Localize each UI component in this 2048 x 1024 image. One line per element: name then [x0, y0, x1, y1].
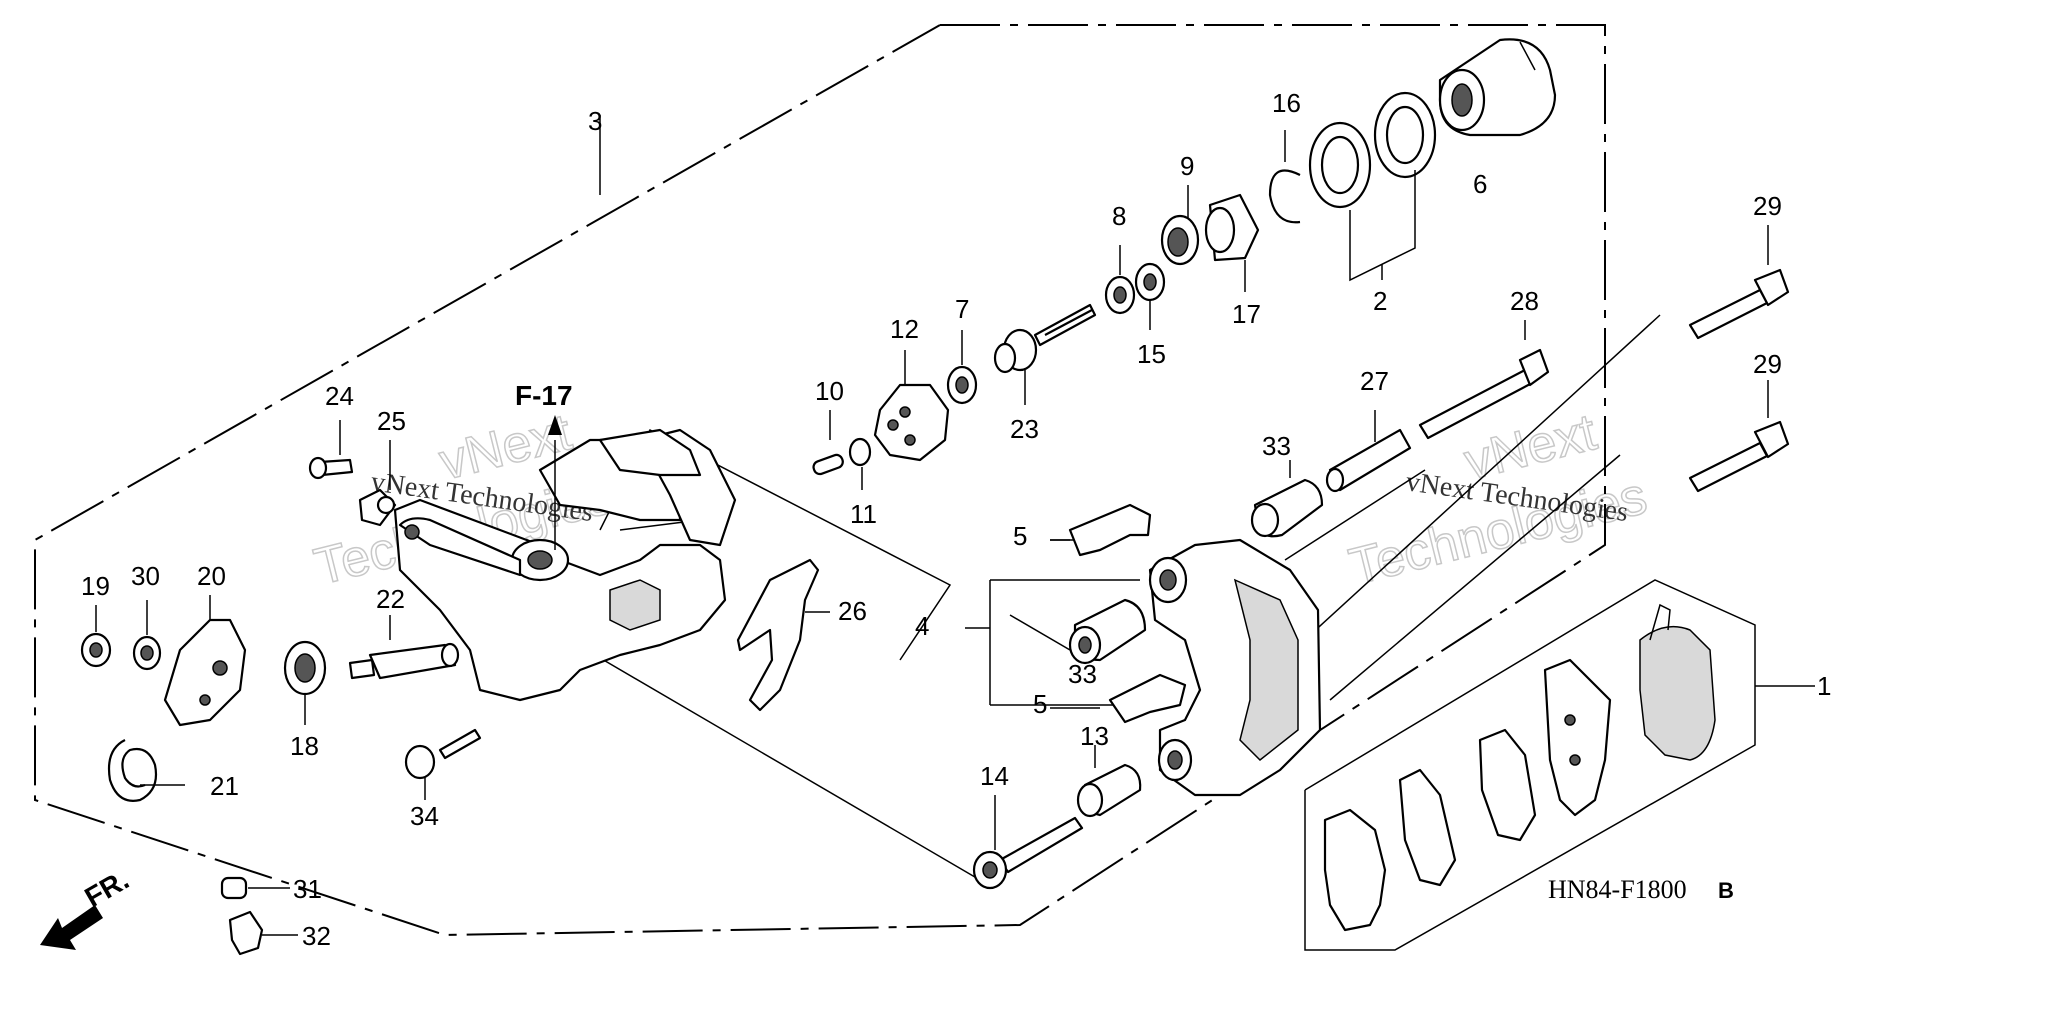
oring-part-11 — [848, 437, 872, 490]
pad-friction — [1639, 603, 1716, 761]
spring-part-9 — [1160, 185, 1200, 266]
callout-29-bottom: 29 — [1753, 349, 1782, 379]
pad-backing-plate — [1543, 658, 1612, 817]
callout-1: 1 — [1817, 671, 1831, 701]
callout-21: 21 — [210, 771, 239, 801]
callout-25: 25 — [377, 406, 406, 436]
seal-part-18 — [283, 640, 327, 725]
clip-part-25 — [358, 440, 397, 527]
callout-11: 11 — [850, 499, 877, 529]
bolt-part-24 — [308, 420, 354, 480]
pad-shim-mid — [1478, 728, 1537, 842]
watermark-right: vNext Technologies vNext Technologies — [1343, 402, 1653, 597]
pad-spring-part-5-bottom — [1108, 673, 1187, 724]
reference-label: F-17 — [515, 380, 573, 411]
callout-24: 24 — [325, 381, 354, 411]
washer-part-30 — [132, 600, 162, 671]
bolt-part-29-bottom — [1688, 380, 1790, 493]
callout-9: 9 — [1180, 151, 1194, 181]
callout-16: 16 — [1272, 88, 1301, 118]
callout-5-top: 5 — [1013, 521, 1027, 551]
callout-14: 14 — [980, 761, 1009, 791]
spring-part-21 — [107, 739, 185, 802]
piston-seal-part-2 — [1308, 91, 1437, 282]
callout-20: 20 — [197, 561, 226, 591]
cam-part-12 — [873, 350, 950, 462]
pad-shim-outer — [1323, 808, 1387, 932]
front-direction-label: FR. — [80, 864, 135, 913]
pad-shim-inner — [1398, 768, 1457, 887]
callout-29-top: 29 — [1753, 191, 1782, 221]
washer-part-15 — [1134, 262, 1166, 330]
callout-18: 18 — [290, 731, 319, 761]
boot-part-33-bracket — [1068, 598, 1147, 665]
caliper-body — [393, 415, 737, 702]
bolt-part-29-top — [1688, 225, 1790, 340]
callout-10: 10 — [815, 376, 844, 406]
bleeder-part-32 — [228, 910, 298, 956]
callout-13: 13 — [1080, 721, 1109, 751]
boot-part-33-upper — [1250, 460, 1324, 538]
diagram-code: HN84-F1800 — [1548, 875, 1687, 904]
shim-part-26 — [736, 558, 830, 712]
oring-part-10 — [812, 410, 844, 476]
callout-4: 4 — [915, 611, 929, 641]
bolt-part-34 — [404, 728, 482, 800]
pad-spring-part-5-top — [1050, 503, 1152, 557]
callout-32: 32 — [302, 921, 331, 951]
callout-5-bottom: 5 — [1033, 689, 1047, 719]
bracket-part-4 — [1148, 538, 1322, 797]
front-direction-arrow: FR. — [40, 864, 134, 950]
nut-part-19 — [80, 605, 112, 668]
callout-31: 31 — [293, 874, 322, 904]
boot-part-13 — [1076, 745, 1142, 818]
pin-bolt-part-14 — [972, 795, 1084, 890]
diagram-code-suffix: B — [1718, 878, 1734, 903]
bolt-part-28 — [1418, 320, 1550, 440]
callout-17: 17 — [1232, 299, 1261, 329]
nut-part-7 — [946, 330, 978, 405]
callout-15: 15 — [1137, 339, 1166, 369]
washer-part-8 — [1104, 245, 1136, 315]
callout-27: 27 — [1360, 366, 1389, 396]
callout-33-upper: 33 — [1262, 431, 1291, 461]
callout-7: 7 — [955, 294, 969, 324]
callout-8: 8 — [1112, 201, 1126, 231]
circlip-part-16 — [1268, 130, 1301, 224]
pad-set-boundary — [1304, 579, 1815, 951]
callout-30: 30 — [131, 561, 160, 591]
callout-2: 2 — [1373, 286, 1387, 316]
callout-23: 23 — [1010, 414, 1039, 444]
callouts: 1 2 3 4 5 5 6 7 8 9 10 11 12 13 14 15 16… — [81, 88, 1831, 951]
callout-33-lower: 33 — [1068, 659, 1097, 689]
piston-part-6 — [1438, 38, 1557, 137]
callout-3: 3 — [588, 106, 602, 136]
assembly-boundary — [34, 24, 1606, 937]
callout-12: 12 — [890, 314, 919, 344]
callout-22: 22 — [376, 584, 405, 614]
callout-28: 28 — [1510, 286, 1539, 316]
adjuster-bolt-part-23 — [993, 303, 1097, 405]
callout-26: 26 — [838, 596, 867, 626]
cone-part-17 — [1204, 193, 1260, 292]
pin-part-27 — [1325, 410, 1412, 493]
cap-part-31 — [220, 876, 290, 900]
shaft-part-22 — [348, 615, 460, 680]
lever-part-20 — [163, 595, 247, 727]
callout-34: 34 — [410, 801, 439, 831]
callout-19: 19 — [81, 571, 110, 601]
callout-6: 6 — [1473, 169, 1487, 199]
